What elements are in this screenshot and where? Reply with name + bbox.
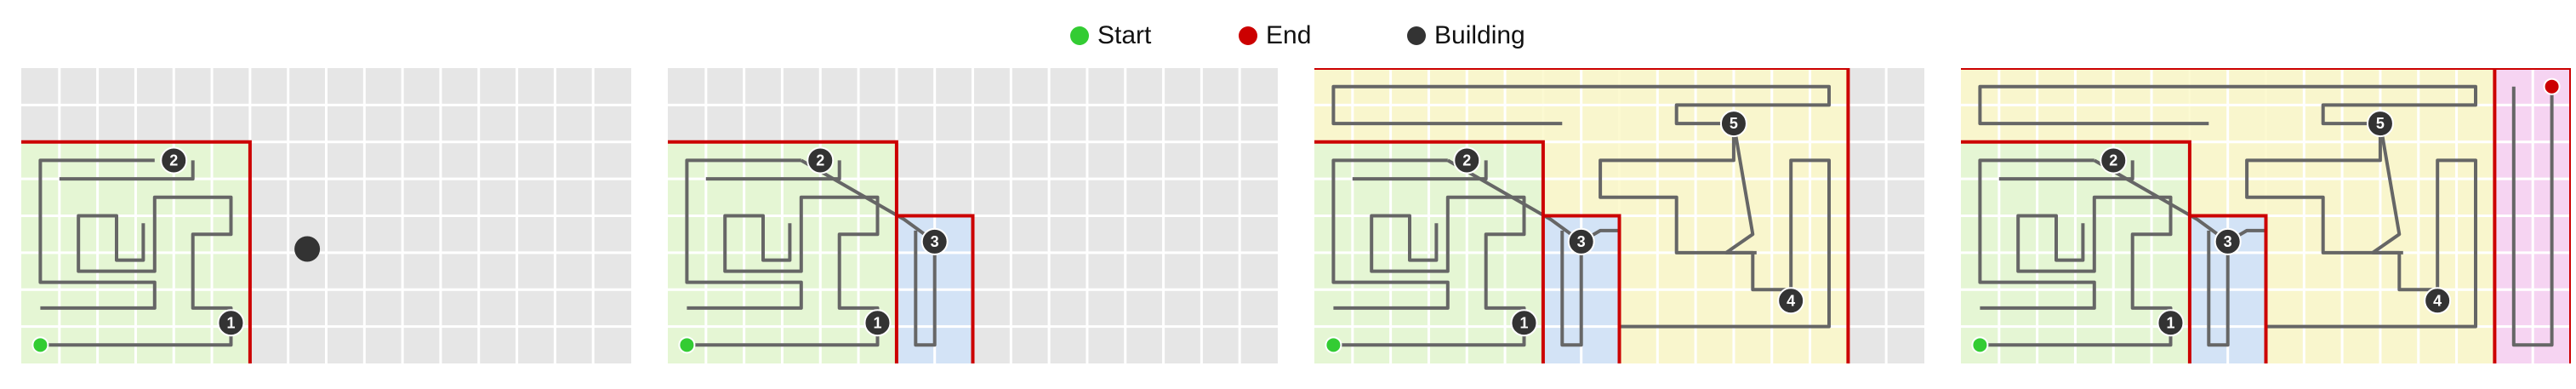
path-loop-inner <box>705 160 841 181</box>
path-segment-3 <box>1560 230 1583 347</box>
end-marker-icon <box>1239 26 1257 45</box>
waypoint-3: 3 <box>2214 227 2242 255</box>
waypoint-4: 4 <box>1777 287 1805 315</box>
legend: Start End Building <box>0 0 2576 68</box>
svg-text:3: 3 <box>931 233 939 250</box>
path-segment-1 <box>40 195 233 347</box>
path-segment-4 <box>1978 84 2477 329</box>
legend-building-label: Building <box>1434 21 1525 49</box>
boundary-region-3 <box>896 214 975 363</box>
boundary-region-3 <box>2189 214 2268 363</box>
start-marker <box>678 336 696 354</box>
svg-text:1: 1 <box>2166 314 2174 331</box>
waypoint-1: 1 <box>217 309 245 337</box>
panel-svg-2: 1 2 3 <box>668 68 1278 363</box>
panel-2: 1 2 3 <box>668 68 1278 363</box>
svg-text:2: 2 <box>1462 152 1471 169</box>
end-marker <box>2543 77 2561 95</box>
svg-text:2: 2 <box>169 152 178 169</box>
waypoint-1: 1 <box>2157 309 2185 337</box>
start-marker-icon <box>1070 26 1089 45</box>
svg-text:5: 5 <box>1730 115 1738 132</box>
boundary-region-1 <box>668 140 898 363</box>
svg-text:4: 4 <box>1787 292 1795 309</box>
svg-text:1: 1 <box>1519 314 1528 331</box>
waypoint-1: 1 <box>1510 309 1538 337</box>
path-segment-1 <box>1333 195 1526 347</box>
panel-svg-1: 12 <box>21 68 631 363</box>
svg-text:2: 2 <box>2109 152 2117 169</box>
path-segment-3 <box>2207 230 2230 347</box>
path-segment-5 <box>1724 123 1757 255</box>
svg-text:3: 3 <box>1577 233 1586 250</box>
boundary-region-3 <box>1542 214 1621 363</box>
svg-text:4: 4 <box>2433 292 2442 309</box>
waypoint-4: 4 <box>2424 287 2452 315</box>
boundary-region-1 <box>1961 140 2191 363</box>
path-segment-5 <box>2371 123 2403 255</box>
path-segment-3 <box>914 230 937 347</box>
path-loop-inner <box>59 160 195 181</box>
path-loop-1 <box>38 158 157 310</box>
legend-start: Start <box>1070 19 1151 53</box>
waypoint-1: 1 <box>863 309 892 337</box>
path-loop-1 <box>1978 158 2096 310</box>
waypoint-5: 5 <box>1719 110 1747 138</box>
waypoint-3: 3 <box>1567 227 1595 255</box>
path-loop-inner <box>1998 160 2134 181</box>
legend-start-label: Start <box>1097 21 1152 49</box>
start-marker <box>1325 336 1342 354</box>
legend-end-label: End <box>1266 21 1312 49</box>
svg-text:2: 2 <box>816 152 824 169</box>
svg-text:1: 1 <box>873 314 881 331</box>
waypoint-3: 3 <box>920 227 949 255</box>
boundary-region-4 <box>1961 68 2497 363</box>
boundary-region-1 <box>21 140 252 363</box>
panel-3: 1 2 3 4 5 <box>1314 68 1924 363</box>
path-segment-6 <box>2511 86 2554 347</box>
building-marker-icon <box>1407 26 1426 45</box>
path-loop-inner <box>1352 160 1488 181</box>
path-loop-1 <box>685 158 803 310</box>
panel-svg-3: 1 2 3 4 5 <box>1314 68 1924 363</box>
svg-text:5: 5 <box>2376 115 2385 132</box>
path-segment-1 <box>687 195 880 347</box>
waypoint-2: 2 <box>2100 146 2128 174</box>
svg-text:3: 3 <box>2224 233 2232 250</box>
panel-svg-4: 1 2 3 4 5 <box>1961 68 2571 363</box>
waypoint-2: 2 <box>160 146 188 174</box>
legend-building: Building <box>1407 19 1525 53</box>
svg-text:1: 1 <box>226 314 235 331</box>
waypoint-2: 2 <box>1453 146 1481 174</box>
panel-4: 1 2 3 4 5 <box>1961 68 2571 363</box>
start-marker <box>31 336 49 354</box>
waypoint-5: 5 <box>2366 110 2394 138</box>
start-marker <box>1971 336 1989 354</box>
path-loop-1 <box>1331 158 1450 310</box>
grid-lines <box>21 68 631 363</box>
legend-end: End <box>1239 19 1311 53</box>
boundary-region-4 <box>1314 68 1850 363</box>
building-marker <box>294 236 321 262</box>
path-segment-1 <box>1980 195 2173 347</box>
boundary-region-1 <box>1314 140 1545 363</box>
waypoint-2: 2 <box>806 146 835 174</box>
path-segment-4 <box>1331 84 1831 329</box>
